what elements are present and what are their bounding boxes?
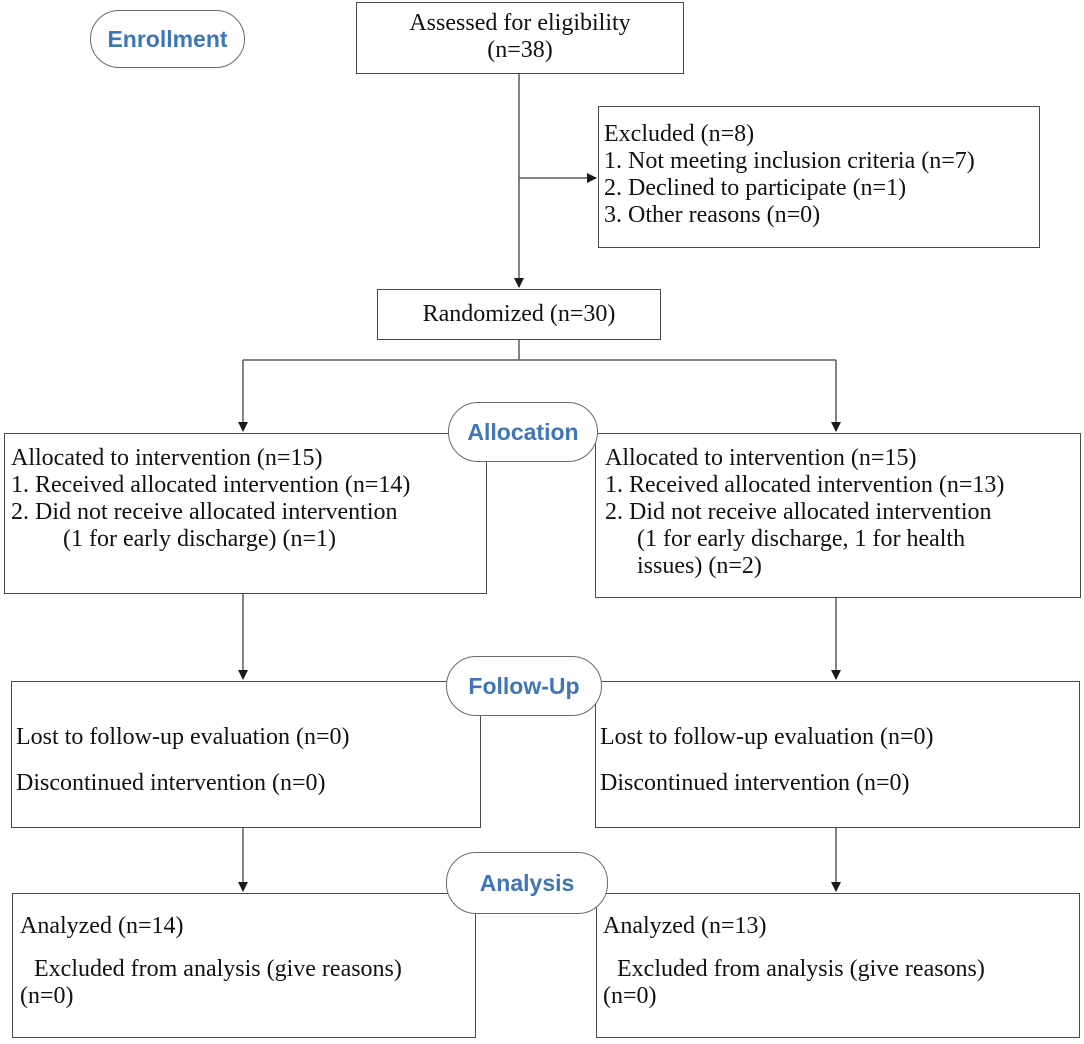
stage-enrollment-label: Enrollment	[90, 10, 245, 68]
analysis-right-box: Analyzed (n=13) Excluded from analysis (…	[596, 893, 1080, 1038]
excluded-reason-1: 1. Not meeting inclusion criteria (n=7)	[604, 148, 975, 174]
allocation-right-received: 1. Received allocated intervention (n=13…	[605, 472, 1005, 498]
allocation-right-not-received-reason: (1 for early discharge, 1 for health	[637, 526, 966, 552]
allocation-right-box: Allocated to intervention (n=15) 1. Rece…	[595, 433, 1081, 598]
followup-right-box: Lost to follow-up evaluation (n=0) Disco…	[595, 681, 1080, 828]
excluded-reason-2: 2. Declined to participate (n=1)	[604, 175, 907, 201]
analysis-left-box: Analyzed (n=14) Excluded from analysis (…	[12, 893, 476, 1038]
followup-right-discontinued: Discontinued intervention (n=0)	[600, 770, 910, 796]
allocation-right-not-received-reason-cont: issues) (n=2)	[637, 553, 762, 579]
allocation-left-title: Allocated to intervention (n=15)	[11, 445, 323, 471]
followup-left-discontinued: Discontinued intervention (n=0)	[16, 770, 326, 796]
allocation-left-box: Allocated to intervention (n=15) 1. Rece…	[4, 433, 487, 594]
allocation-right-not-received: 2. Did not receive allocated interventio…	[605, 499, 992, 525]
analysis-right-excluded-count: (n=0)	[603, 983, 657, 1009]
analysis-left-analyzed: Analyzed (n=14)	[20, 913, 184, 939]
analysis-left-excluded: Excluded from analysis (give reasons)	[34, 956, 402, 982]
followup-right-lost: Lost to follow-up evaluation (n=0)	[600, 724, 934, 750]
followup-left-box: Lost to follow-up evaluation (n=0) Disco…	[11, 681, 481, 828]
analysis-left-excluded-count: (n=0)	[20, 983, 74, 1009]
assessed-count: (n=38)	[487, 37, 553, 63]
allocation-left-not-received-reason: (1 for early discharge) (n=1)	[63, 526, 336, 552]
allocation-right-title: Allocated to intervention (n=15)	[605, 445, 917, 471]
assessed-label: Assessed for eligibility	[409, 10, 631, 36]
allocation-left-received: 1. Received allocated intervention (n=14…	[11, 472, 411, 498]
analysis-right-excluded: Excluded from analysis (give reasons)	[617, 956, 985, 982]
allocation-left-not-received: 2. Did not receive allocated interventio…	[11, 499, 398, 525]
analysis-right-analyzed: Analyzed (n=13)	[603, 913, 767, 939]
stage-allocation-label: Allocation	[448, 402, 598, 462]
excluded-box: Excluded (n=8) 1. Not meeting inclusion …	[598, 106, 1040, 248]
followup-left-lost: Lost to follow-up evaluation (n=0)	[16, 724, 350, 750]
stage-analysis-label: Analysis	[446, 852, 608, 914]
randomized-label: Randomized (n=30)	[422, 301, 616, 327]
randomized-box: Randomized (n=30)	[377, 289, 661, 340]
stage-followup-label: Follow-Up	[446, 656, 602, 716]
assessed-box: Assessed for eligibility (n=38)	[356, 2, 684, 74]
excluded-reason-3: 3. Other reasons (n=0)	[604, 202, 821, 228]
excluded-title: Excluded (n=8)	[604, 121, 755, 147]
